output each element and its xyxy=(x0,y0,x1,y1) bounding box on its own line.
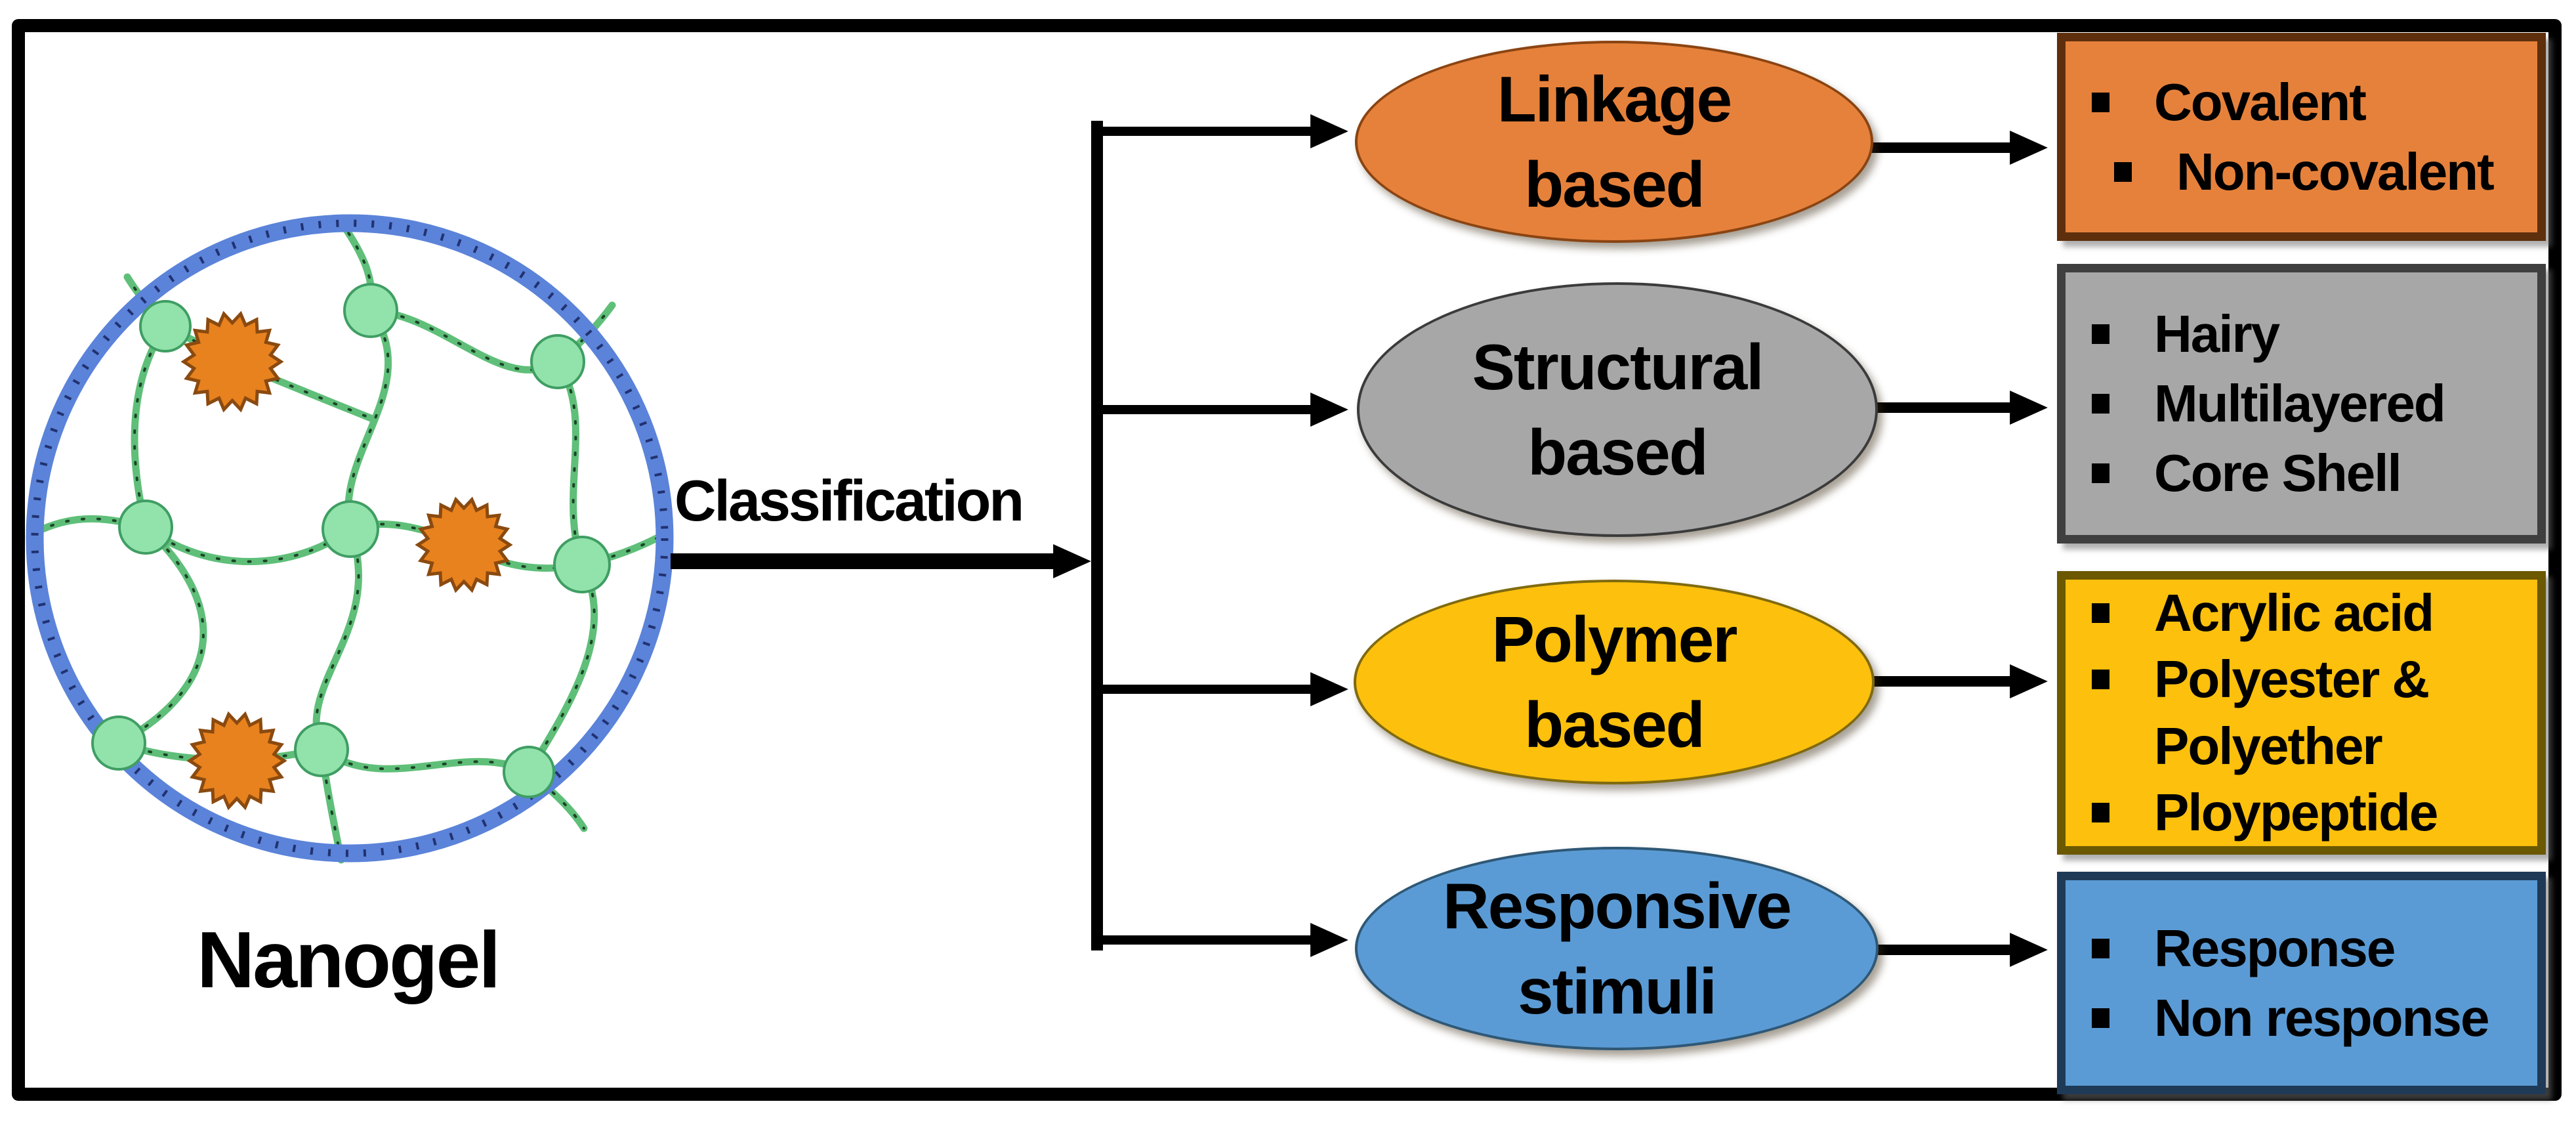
drug-particles xyxy=(180,310,513,811)
ellipse-label-line: Structural xyxy=(1472,331,1764,403)
ellipse-label-line: stimuli xyxy=(1518,955,1717,1027)
list-item: Non response xyxy=(2092,983,2537,1053)
list-item: Ploypeptide xyxy=(2092,780,2537,847)
bullet-square-icon xyxy=(2092,603,2109,623)
list-item: Polyester & xyxy=(2092,647,2537,714)
nanogel-ring xyxy=(26,214,674,863)
list-item: Core Shell xyxy=(2092,438,2537,508)
bullet-square-icon xyxy=(2092,394,2109,414)
ellipse-structural-based: Structural based xyxy=(1357,282,1878,537)
bullet-square-icon xyxy=(2092,803,2109,823)
list-item: Response xyxy=(2092,914,2537,983)
list-item: Hairy xyxy=(2092,299,2537,369)
classification-label: Classification xyxy=(675,468,1024,533)
bullet-square-icon xyxy=(2092,324,2109,344)
ellipse-responsive-stimuli: Responsive stimuli xyxy=(1355,847,1879,1050)
box-linkage-items: Covalent Non-covalent xyxy=(2057,33,2546,241)
crosslink-nodes xyxy=(91,283,611,798)
ellipse-label-line: based xyxy=(1524,148,1705,221)
ellipse-label-line: based xyxy=(1527,416,1708,488)
particle-icon xyxy=(186,711,287,811)
ellipse-label-line: Linkage xyxy=(1497,63,1732,135)
box-polymer-items: Acrylic acid Polyester & Polyether Ployp… xyxy=(2057,571,2546,855)
list-item: Non-covalent xyxy=(2114,137,2537,207)
nanogel-illustration xyxy=(26,214,674,880)
list-item-continuation: Polyether xyxy=(2154,716,2383,775)
particle-icon xyxy=(415,496,513,593)
ellipse-label-line: Responsive xyxy=(1442,870,1792,942)
list-item: Multilayered xyxy=(2092,369,2537,438)
box-structural-items: Hairy Multilayered Core Shell xyxy=(2057,264,2546,544)
list-item: Covalent xyxy=(2092,68,2537,137)
ellipse-linkage-based: Linkage based xyxy=(1355,41,1873,243)
list-item: Acrylic acid xyxy=(2092,580,2537,647)
ellipse-label-line: Polymer xyxy=(1491,603,1738,675)
bullet-square-icon xyxy=(2092,92,2109,112)
bullet-square-icon xyxy=(2092,463,2109,483)
ellipse-label-line: based xyxy=(1524,689,1705,761)
particle-icon xyxy=(180,310,284,413)
bullet-square-icon xyxy=(2092,938,2109,958)
bullet-square-icon xyxy=(2092,1008,2109,1028)
ellipse-polymer-based: Polymer based xyxy=(1354,580,1875,784)
nanogel-label: Nanogel xyxy=(197,915,501,1004)
bullet-square-icon xyxy=(2092,670,2109,690)
outer-frame xyxy=(12,19,2562,1101)
box-responsive-items: Response Non response xyxy=(2057,872,2546,1094)
bullet-square-icon xyxy=(2114,161,2132,182)
